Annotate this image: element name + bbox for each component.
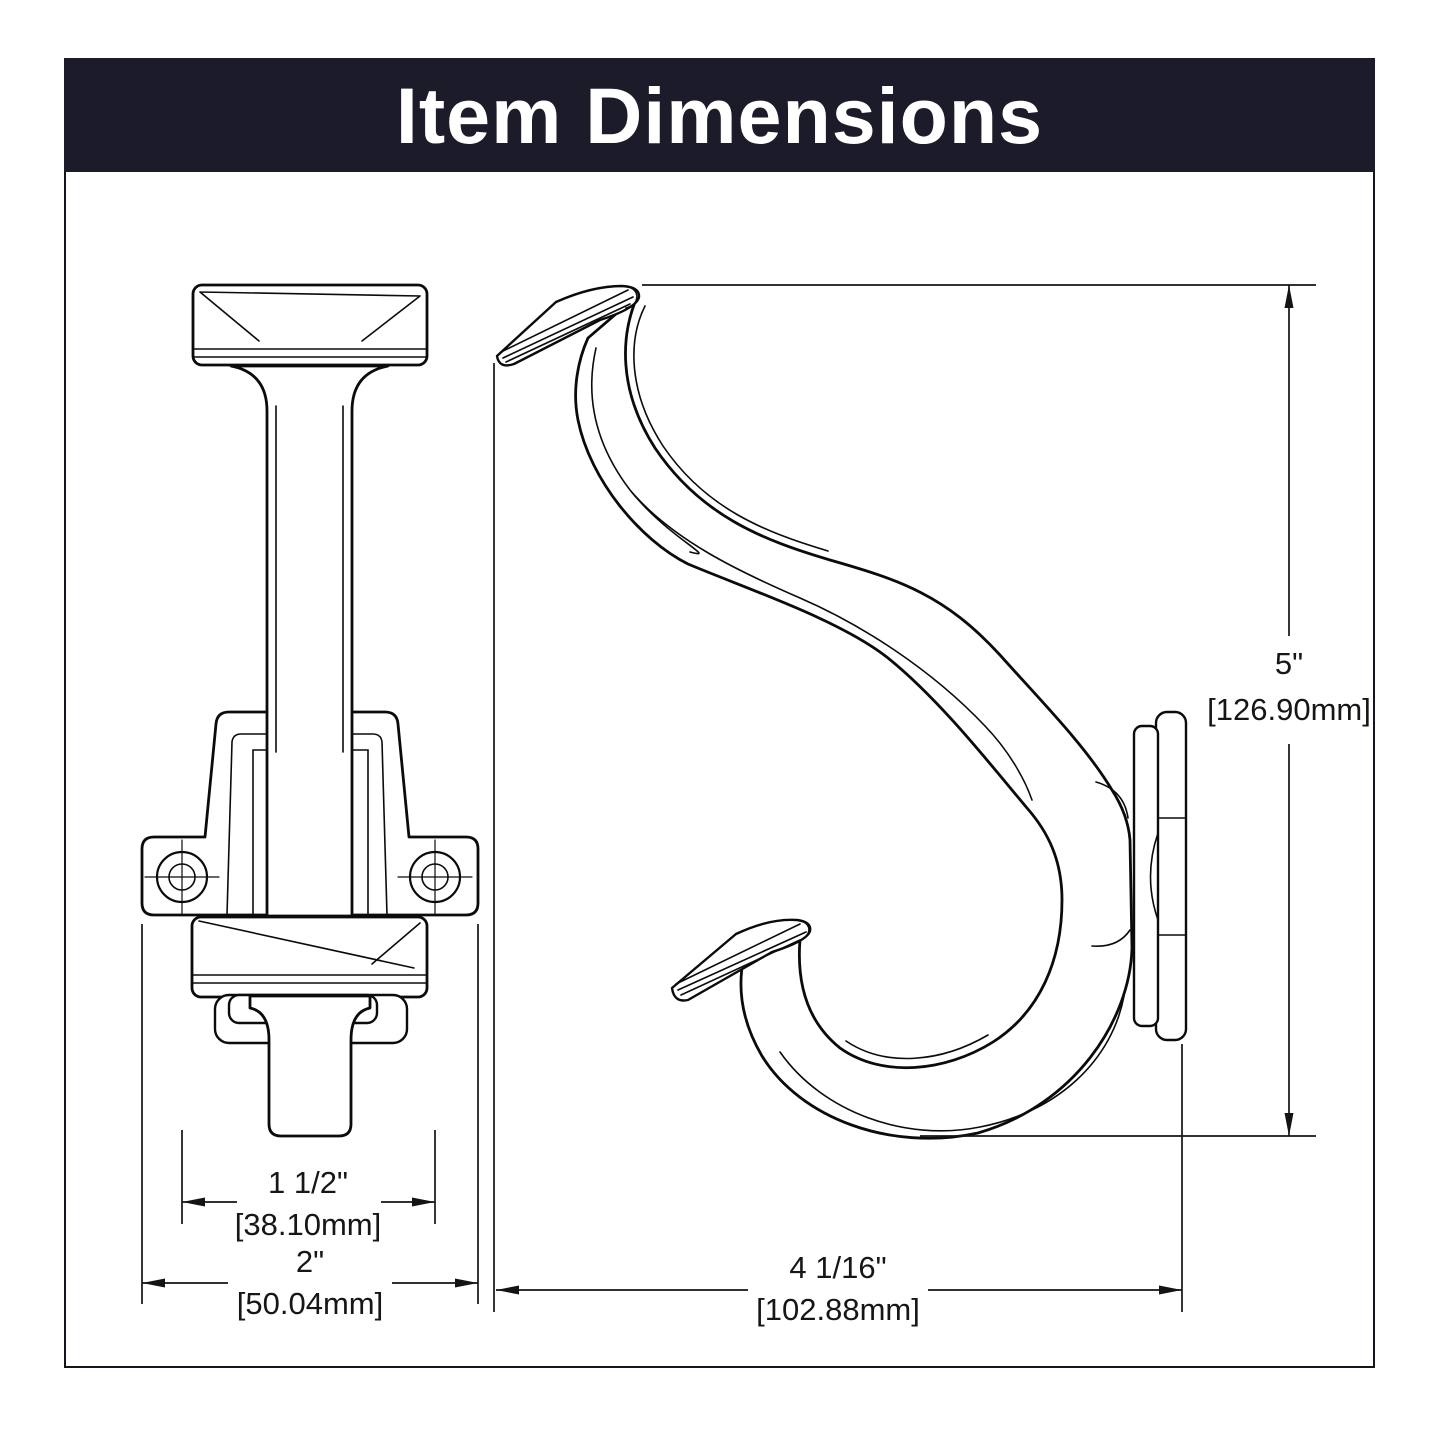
dim-base-width: 2" [50.04mm] [141,924,479,1321]
screw-hole-right [397,839,473,915]
front-top-cap [191,283,429,367]
front-lower-bracket [213,993,409,1138]
side-hook-body [574,293,1134,1140]
dim-hole-spacing: 1 1/2" [38.10mm] [181,1130,436,1242]
dim-projection-metric: [102.88mm] [756,1292,920,1327]
dim-projection: 4 1/16" [102.88mm] [493,363,1183,1327]
front-view [140,283,480,1138]
dim-base-width-inches: 2" [296,1244,324,1279]
front-lower-prong [248,994,372,1138]
side-hook-edge-lines [590,305,1131,1132]
dim-height-metric: [126.90mm] [1207,692,1371,727]
front-stem-edge-lines [275,405,344,753]
side-top-finial [495,284,641,367]
side-wall-plate [1132,710,1188,1042]
dim-hole-spacing-inches: 1 1/2" [268,1165,348,1200]
dim-base-width-metric: [50.04mm] [237,1286,383,1321]
dim-height-inches: 5" [1275,646,1303,681]
side-lower-finial [670,918,812,1002]
dim-projection-inches: 4 1/16" [789,1250,886,1285]
dim-hole-spacing-metric: [38.10mm] [235,1207,381,1242]
title-banner: Item Dimensions [64,58,1375,172]
dim-height: 5" [126.90mm] [642,284,1371,1137]
side-view [495,284,1188,1140]
page-title: Item Dimensions [395,70,1044,160]
front-bottom-cap [190,915,429,999]
screw-hole-left [144,839,220,915]
